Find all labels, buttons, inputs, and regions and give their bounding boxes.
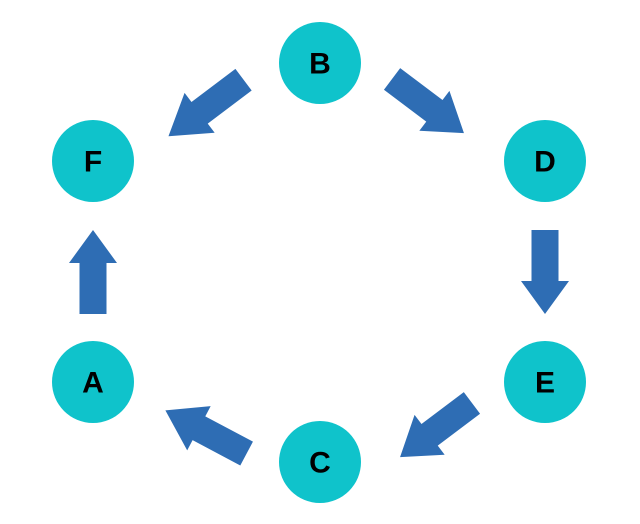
node-f-circle [52,120,134,202]
arrow-b-to-d-shape [383,68,464,134]
node-b-circle [279,22,361,104]
arrow-c-to-a[interactable] [154,388,259,475]
arrow-b-to-f[interactable] [153,60,258,157]
arrow-b-to-d[interactable] [377,59,479,153]
arrow-e-to-c[interactable] [385,383,487,477]
node-d[interactable]: D [504,120,586,202]
node-a[interactable]: A [52,341,134,423]
node-f[interactable]: F [52,120,134,202]
node-b[interactable]: B [279,22,361,104]
arrow-b-to-f-shape [168,68,252,137]
node-c-label: C [309,447,331,480]
node-e[interactable]: E [504,341,586,423]
node-a-label: A [82,367,104,400]
node-d-label: D [534,146,556,179]
arrow-group [69,59,569,477]
arrow-a-to-f[interactable] [69,230,117,314]
arrow-e-to-c-shape [400,392,481,458]
node-group: B D E C A [52,22,586,503]
node-a-circle [52,341,134,423]
node-d-circle [504,120,586,202]
node-c-circle [279,421,361,503]
node-c[interactable]: C [279,421,361,503]
node-e-label: E [535,367,555,400]
arrow-a-to-f-shape [69,230,117,314]
arrow-d-to-e-shape [521,230,569,314]
node-f-label: F [84,146,102,179]
arrow-c-to-a-shape [165,406,253,466]
node-b-label: B [309,48,331,81]
arrow-d-to-e[interactable] [521,230,569,314]
node-e-circle [504,341,586,423]
